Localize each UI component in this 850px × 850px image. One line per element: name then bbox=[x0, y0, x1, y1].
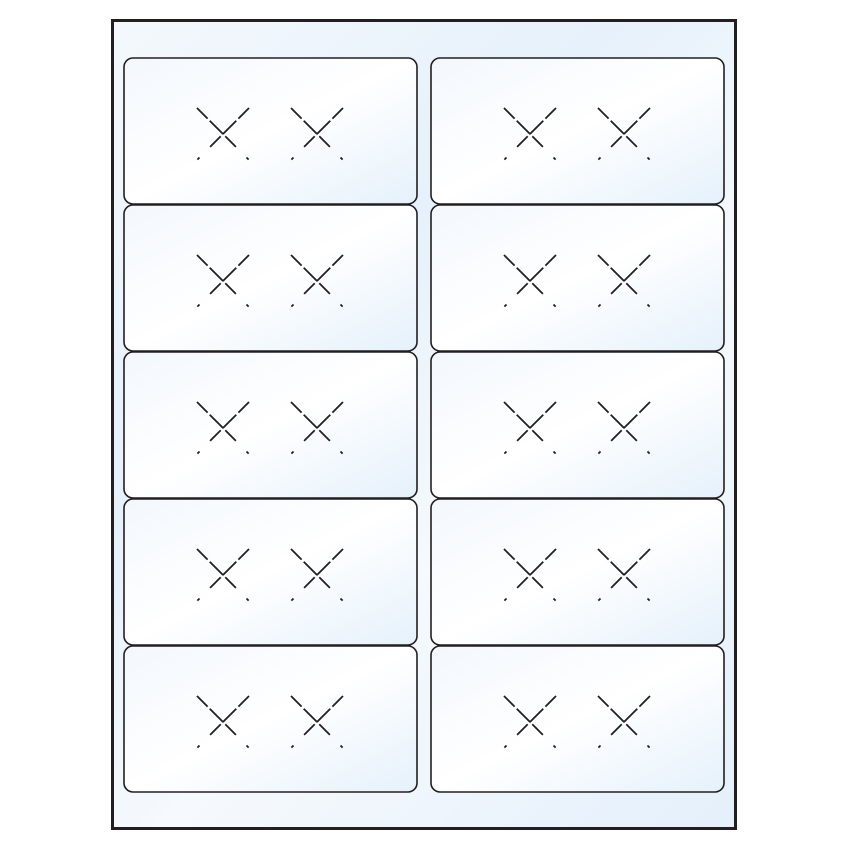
x-stroke bbox=[196, 695, 250, 749]
x-stroke bbox=[597, 107, 651, 161]
x-stroke bbox=[196, 107, 250, 161]
dashed-x-icon bbox=[503, 107, 557, 161]
label-outline bbox=[123, 351, 418, 499]
x-stroke bbox=[196, 548, 250, 602]
label-outline bbox=[123, 57, 418, 205]
x-stroke bbox=[597, 254, 651, 308]
x-stroke bbox=[290, 254, 344, 308]
x-stroke bbox=[290, 401, 344, 455]
x-stroke bbox=[597, 548, 651, 602]
label-outline bbox=[123, 645, 418, 793]
dashed-x-icon bbox=[196, 548, 250, 602]
dashed-x-icon bbox=[597, 254, 651, 308]
dashed-x-icon bbox=[597, 548, 651, 602]
x-stroke bbox=[503, 254, 557, 308]
label-2-1 bbox=[123, 204, 418, 352]
label-outline bbox=[430, 57, 725, 205]
dashed-x-icon bbox=[290, 254, 344, 308]
dashed-x-icon bbox=[597, 107, 651, 161]
dashed-x-icon bbox=[290, 401, 344, 455]
x-stroke bbox=[503, 548, 557, 602]
label-outline bbox=[430, 351, 725, 499]
label-1-2 bbox=[430, 57, 725, 205]
label-outline bbox=[123, 204, 418, 352]
label-2-2 bbox=[430, 204, 725, 352]
label-outline bbox=[123, 498, 418, 646]
label-5-2 bbox=[430, 645, 725, 793]
x-stroke bbox=[597, 401, 651, 455]
x-stroke bbox=[196, 401, 250, 455]
dashed-x-icon bbox=[290, 107, 344, 161]
dashed-x-icon bbox=[503, 548, 557, 602]
x-stroke bbox=[290, 695, 344, 749]
label-4-2 bbox=[430, 498, 725, 646]
dashed-x-icon bbox=[290, 695, 344, 749]
label-3-2 bbox=[430, 351, 725, 499]
x-stroke bbox=[503, 107, 557, 161]
x-stroke bbox=[597, 695, 651, 749]
label-3-1 bbox=[123, 351, 418, 499]
x-stroke bbox=[196, 254, 250, 308]
x-stroke bbox=[290, 548, 344, 602]
x-stroke bbox=[503, 695, 557, 749]
dashed-x-icon bbox=[196, 401, 250, 455]
dashed-x-icon bbox=[503, 254, 557, 308]
label-outline bbox=[430, 645, 725, 793]
label-outline bbox=[430, 204, 725, 352]
dashed-x-icon bbox=[196, 254, 250, 308]
x-stroke bbox=[290, 107, 344, 161]
label-5-1 bbox=[123, 645, 418, 793]
label-outline bbox=[430, 498, 725, 646]
label-1-1 bbox=[123, 57, 418, 205]
dashed-x-icon bbox=[503, 401, 557, 455]
dashed-x-icon bbox=[503, 695, 557, 749]
label-4-1 bbox=[123, 498, 418, 646]
dashed-x-icon bbox=[196, 695, 250, 749]
x-stroke bbox=[503, 401, 557, 455]
dashed-x-icon bbox=[290, 548, 344, 602]
dashed-x-icon bbox=[597, 401, 651, 455]
dashed-x-icon bbox=[597, 695, 651, 749]
dashed-x-icon bbox=[196, 107, 250, 161]
